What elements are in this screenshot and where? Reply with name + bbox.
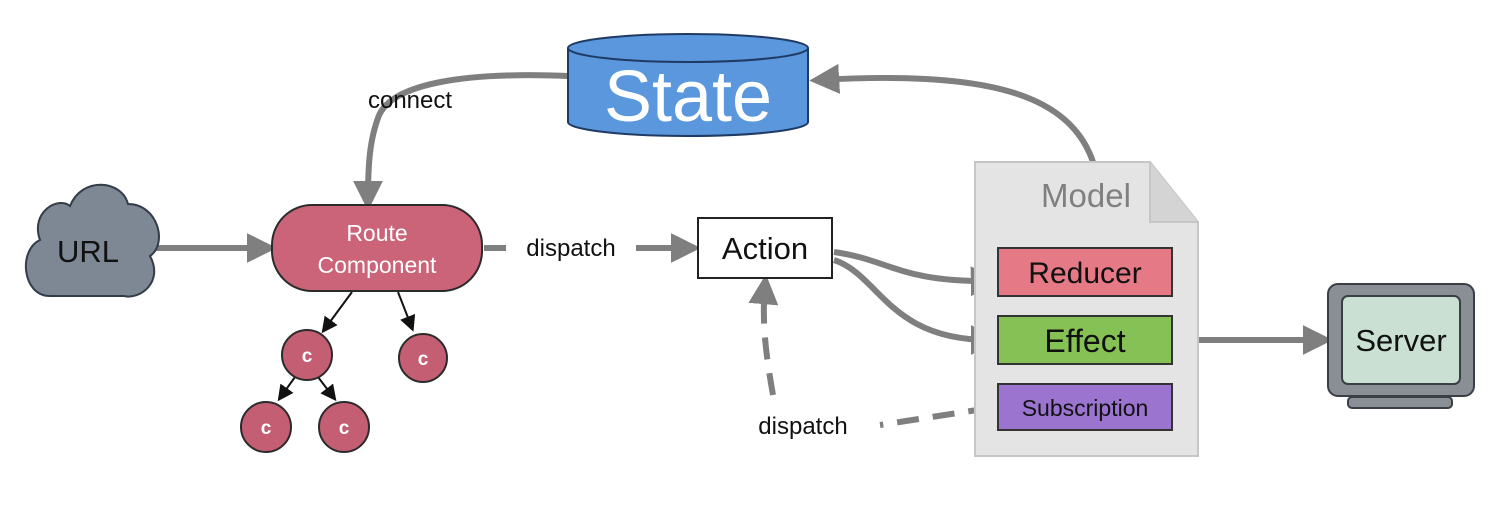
- route-component-node: Route Component: [271, 204, 483, 292]
- server-label: Server: [1355, 323, 1446, 358]
- child-component: c: [318, 401, 370, 453]
- child-component-label: c: [261, 418, 272, 439]
- server-node: Server: [1327, 283, 1475, 409]
- child-component-label: c: [418, 349, 429, 370]
- action-node: Action: [697, 217, 833, 279]
- connect-arrow: [353, 72, 569, 211]
- connect-label: connect: [368, 87, 452, 114]
- subscription-dispatch-label: dispatch: [758, 413, 847, 440]
- effect-node: Effect: [997, 315, 1173, 365]
- cloud-icon: [24, 183, 160, 298]
- database-icon: [567, 48, 809, 137]
- monitor-icon: [1327, 283, 1475, 409]
- child-component: c: [398, 333, 448, 383]
- effect-label: Effect: [1044, 323, 1125, 359]
- document-fold: [1149, 162, 1198, 223]
- state-node: State: [567, 33, 809, 137]
- reducer-node: Reducer: [997, 247, 1173, 297]
- model-node: Model Reducer Effect Subscription: [974, 161, 1199, 457]
- subscription-dispatch-line: [879, 405, 991, 428]
- child-component-label: c: [302, 346, 313, 367]
- url-node: URL: [24, 183, 160, 298]
- tree-edge: [317, 376, 337, 402]
- child-component: c: [281, 329, 333, 381]
- child-component: c: [240, 401, 292, 453]
- route-component-label-line1: Route: [346, 220, 407, 246]
- model-to-state-arrow: [809, 63, 1096, 163]
- subscription-node: Subscription: [997, 383, 1173, 431]
- document-icon: [974, 161, 1199, 457]
- child-component-label: c: [339, 418, 350, 439]
- subscription-dispatch-arrow: [748, 274, 779, 396]
- reducer-label: Reducer: [1028, 257, 1141, 290]
- url-label: URL: [57, 234, 119, 269]
- model-label: Model: [1041, 177, 1131, 214]
- action-label: Action: [722, 231, 808, 266]
- tree-edge: [277, 376, 296, 402]
- route-component-label-line2: Component: [318, 252, 438, 278]
- action-to-reducer-arrow: [833, 249, 1001, 297]
- tree-edge: [321, 291, 353, 334]
- state-label: State: [604, 57, 772, 137]
- action-to-effect-arrow: [832, 257, 1001, 355]
- tree-edge: [397, 291, 416, 332]
- subscription-label: Subscription: [1022, 395, 1149, 421]
- dispatch-label: dispatch: [526, 235, 615, 262]
